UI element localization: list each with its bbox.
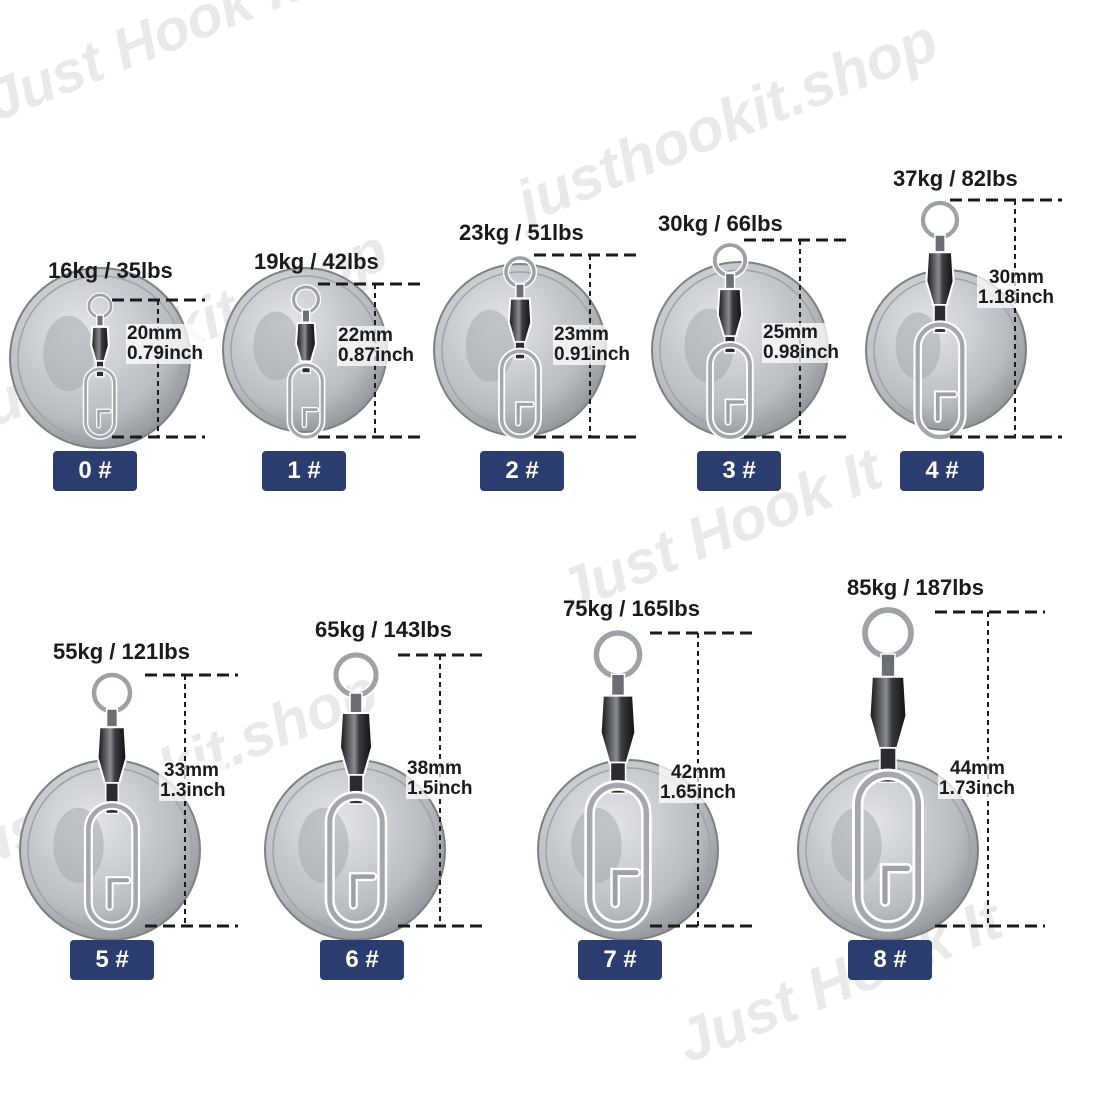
swivel-barrel xyxy=(716,288,744,338)
size-badge: 8 # xyxy=(848,940,932,980)
length-label: 44mm 1.73inch xyxy=(938,758,1017,799)
length-mm: 23mm xyxy=(554,324,609,345)
weight-label: 19kg / 42lbs xyxy=(254,249,379,274)
length-inch: 0.98inch xyxy=(763,341,840,363)
size-badge: 7 # xyxy=(578,940,662,980)
size-badge: 6 # xyxy=(320,940,404,980)
swivel-barrel xyxy=(338,712,374,776)
size-badge: 0 # xyxy=(53,451,137,491)
length-mm: 25mm xyxy=(763,322,818,343)
swivel-barrel xyxy=(599,694,637,764)
size-badge: 3 # xyxy=(697,451,781,491)
swivel-barrel xyxy=(868,675,908,749)
weight-label: 85kg / 187lbs xyxy=(847,575,984,600)
weight-label: 30kg / 66lbs xyxy=(658,211,783,236)
length-label: 38mm 1.5inch xyxy=(406,758,474,799)
length-inch: 0.87inch xyxy=(338,344,415,366)
length-mm: 20mm xyxy=(127,323,182,344)
size-badge: 4 # xyxy=(900,451,984,491)
length-label: 20mm 0.79inch xyxy=(126,323,205,364)
length-label: 23mm 0.91inch xyxy=(553,324,632,365)
length-inch: 1.73inch xyxy=(939,777,1016,799)
swivel-barrel xyxy=(96,726,128,784)
weight-label: 16kg / 35lbs xyxy=(48,258,173,283)
length-inch: 0.79inch xyxy=(127,342,204,364)
swivel-barrel xyxy=(295,321,317,363)
length-mm: 22mm xyxy=(338,325,393,346)
length-label: 30mm 1.18inch xyxy=(977,267,1056,308)
length-mm: 33mm xyxy=(164,760,219,781)
length-label: 25mm 0.98inch xyxy=(762,322,841,363)
weight-label: 65kg / 143lbs xyxy=(315,617,452,642)
length-label: 42mm 1.65inch xyxy=(659,762,738,803)
length-mm: 44mm xyxy=(950,758,1005,779)
length-inch: 1.5inch xyxy=(407,777,473,799)
length-inch: 1.65inch xyxy=(660,781,737,803)
length-inch: 1.18inch xyxy=(978,286,1055,308)
length-inch: 1.3inch xyxy=(160,779,226,801)
length-label: 33mm 1.3inch xyxy=(159,760,227,801)
length-mm: 38mm xyxy=(407,758,462,779)
size-badge: 5 # xyxy=(70,940,154,980)
weight-label: 55kg / 121lbs xyxy=(53,639,190,664)
length-mm: 30mm xyxy=(989,267,1044,288)
size-badge: 1 # xyxy=(262,451,346,491)
swivel-barrel xyxy=(507,297,533,343)
weight-label: 37kg / 82lbs xyxy=(893,166,1018,191)
swivel-barrel xyxy=(925,251,955,306)
weight-label: 23kg / 51lbs xyxy=(459,220,584,245)
swivel-barrel xyxy=(90,325,110,362)
length-inch: 0.91inch xyxy=(554,343,631,365)
size-badge: 2 # xyxy=(480,451,564,491)
length-label: 22mm 0.87inch xyxy=(337,325,416,366)
weight-label: 75kg / 165lbs xyxy=(563,596,700,621)
length-mm: 42mm xyxy=(671,762,726,783)
